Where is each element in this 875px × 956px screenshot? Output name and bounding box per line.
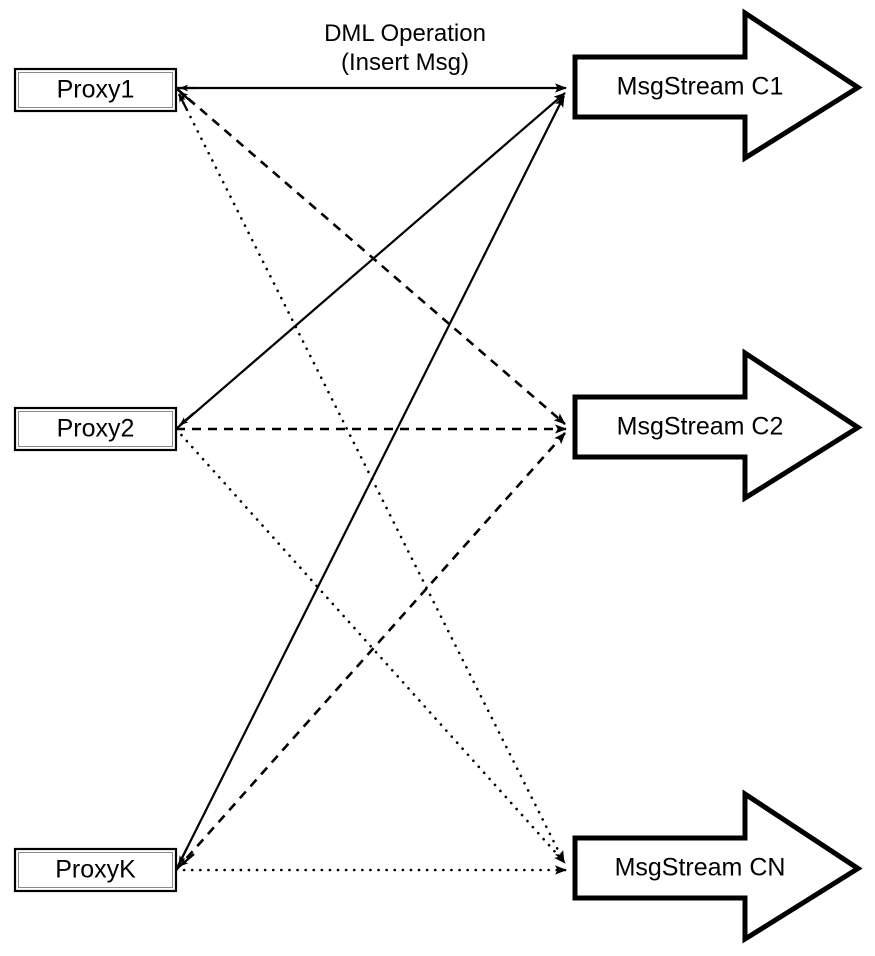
proxy-label: Proxy1 — [57, 76, 135, 104]
stream-arrow-shape[interactable] — [572, 789, 863, 944]
proxy-box-outline[interactable] — [13, 847, 178, 893]
stream-arrow-shape[interactable] — [572, 8, 863, 163]
proxy-box-outline[interactable] — [13, 67, 178, 113]
stream-node-c2[interactable]: MsgStream C2 — [572, 348, 863, 503]
edge-line[interactable] — [175, 87, 566, 425]
proxy-box-outline[interactable] — [13, 406, 178, 452]
edge-line[interactable] — [175, 432, 566, 871]
edge-proxy1-to-c2[interactable] — [175, 87, 566, 425]
proxy-box-inner-outline — [18, 852, 173, 888]
edge-back-tip — [178, 93, 188, 111]
proxy-label: Proxy2 — [57, 415, 135, 443]
proxy-node-proxyk[interactable]: ProxyK — [13, 847, 178, 893]
edge-line[interactable] — [174, 86, 566, 864]
dml-operation-annotation: DML Operation (Insert Msg) — [324, 20, 486, 76]
edge-back-tip — [179, 412, 195, 426]
annotation-line-1: DML Operation — [324, 20, 486, 47]
annotation-line-2: (Insert Msg) — [341, 49, 469, 76]
stream-node-cn[interactable]: MsgStream CN — [572, 789, 863, 944]
proxy-node-proxy1[interactable]: Proxy1 — [13, 67, 178, 113]
stream-label: MsgStream CN — [615, 854, 786, 882]
edge-proxy1-to-cn[interactable] — [174, 86, 566, 864]
edge-back-tip — [179, 853, 195, 867]
stream-arrow-shape[interactable] — [572, 348, 863, 503]
stream-label: MsgStream C1 — [617, 73, 784, 101]
edge-proxyk-to-c2[interactable] — [175, 432, 566, 871]
proxy-label: ProxyK — [55, 856, 136, 884]
edge-proxyk-to-c1[interactable] — [175, 95, 565, 871]
proxy-box-inner-outline — [18, 72, 173, 108]
edge-line[interactable] — [174, 427, 567, 865]
edge-proxy2-to-c1[interactable] — [175, 92, 566, 430]
stream-node-c1[interactable]: MsgStream C1 — [572, 8, 863, 163]
edge-layer — [174, 83, 568, 875]
proxy-node-proxy2[interactable]: Proxy2 — [13, 406, 178, 452]
stream-label: MsgStream C2 — [617, 413, 784, 441]
edge-line[interactable] — [175, 92, 566, 430]
edge-proxy2-to-cn[interactable] — [174, 427, 567, 865]
edge-line[interactable] — [175, 95, 565, 871]
proxy-box-inner-outline — [18, 411, 173, 447]
